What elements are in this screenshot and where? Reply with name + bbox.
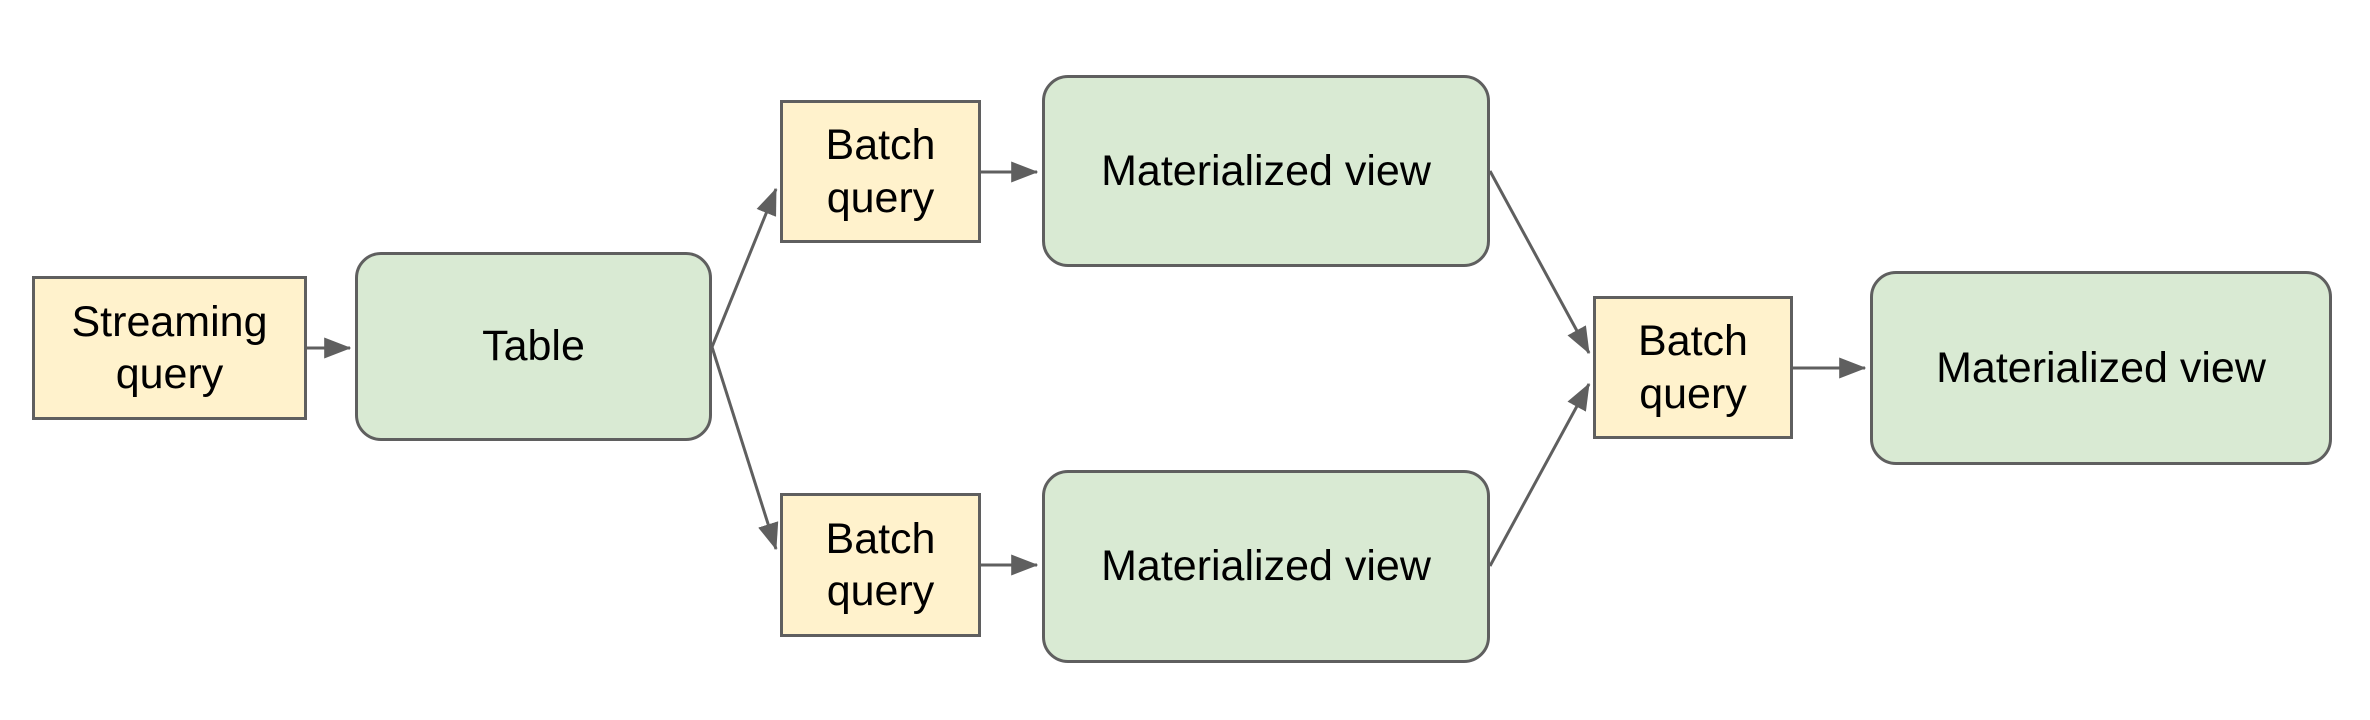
edge-table-to-batch-query-bottom — [710, 346, 779, 551]
node-streaming-query: Streaming query — [32, 276, 307, 420]
node-batch-query-top-label: Batch query — [825, 121, 936, 222]
node-materialized-view-bottom-label: Materialized view — [1101, 542, 1431, 591]
node-batch-query-bottom-label: Batch query — [825, 514, 936, 615]
edge-materialized-view-top-to-batch-query-right — [1488, 170, 1591, 355]
edge-materialized-view-bottom-to-batch-query-right — [1488, 382, 1591, 567]
node-batch-query-right-label: Batch query — [1638, 317, 1748, 418]
edge-table-to-batch-query-top — [710, 187, 778, 348]
node-table-label: Table — [482, 322, 585, 371]
node-table: Table — [355, 252, 712, 441]
node-batch-query-right: Batch query — [1593, 296, 1793, 439]
node-materialized-view-final: Materialized view — [1870, 271, 2332, 465]
node-materialized-view-bottom: Materialized view — [1042, 470, 1490, 663]
node-batch-query-bottom: Batch query — [780, 493, 981, 637]
node-streaming-query-label: Streaming query — [71, 297, 268, 398]
node-batch-query-top: Batch query — [780, 100, 981, 243]
node-materialized-view-top-label: Materialized view — [1101, 146, 1431, 195]
node-materialized-view-top: Materialized view — [1042, 75, 1490, 267]
node-materialized-view-final-label: Materialized view — [1936, 343, 2266, 392]
